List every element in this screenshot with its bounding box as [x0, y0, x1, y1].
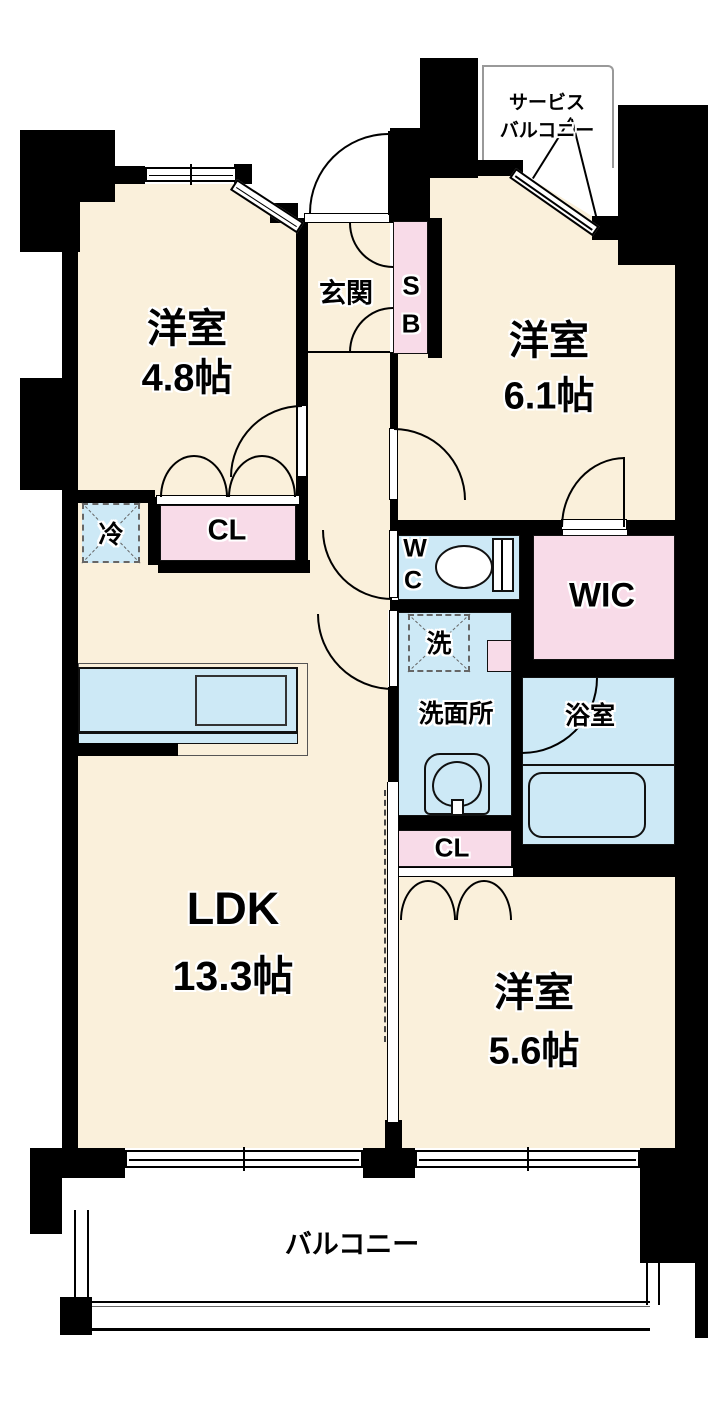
balcony-rail-left [87, 1210, 89, 1305]
balcony-rail-cap [60, 1297, 92, 1335]
wc-label: C [403, 566, 423, 595]
wall [62, 202, 78, 1178]
wall [512, 845, 675, 877]
wall [148, 497, 160, 565]
wall [62, 490, 155, 503]
wall [112, 166, 145, 184]
closet-sliver [487, 640, 512, 672]
ldk-floor [78, 503, 388, 1148]
closet-mid [398, 830, 512, 867]
window-tick [243, 1147, 245, 1171]
partition-dashed-line [384, 790, 386, 1042]
window-tick [527, 1147, 529, 1171]
wall [627, 520, 675, 535]
wall [390, 520, 563, 535]
wall [296, 218, 308, 572]
closet-mid-threshold [396, 867, 514, 877]
shoe-box [393, 221, 428, 354]
ldk-size: 13.3帖 [172, 953, 294, 999]
balcony-label: バルコニー [284, 1229, 420, 1260]
balcony-rail-right [646, 1263, 648, 1305]
wall [388, 687, 398, 782]
wall-pillar [363, 1148, 415, 1178]
wall [512, 672, 522, 877]
wall [420, 58, 478, 178]
entrance-step-line [307, 351, 390, 353]
washroom-label: 洗面所 [418, 700, 494, 728]
wc-label: W [403, 534, 427, 563]
balcony-rail-left [74, 1210, 76, 1305]
toilet-tank-icon [492, 538, 514, 592]
wall [30, 1148, 62, 1234]
partition-open [387, 782, 399, 1122]
bathtub-icon [528, 772, 646, 838]
laundry-space [407, 613, 471, 673]
wic-floor [533, 535, 675, 660]
service-balcony-label: バルコニー [499, 120, 595, 142]
window-tick [190, 164, 192, 185]
wic-label: WIC [568, 576, 636, 615]
wall [618, 105, 675, 265]
wall [520, 527, 533, 608]
entrance-door-leaf [388, 131, 391, 215]
room-61-label: 洋室 [509, 319, 589, 363]
wall [62, 1148, 125, 1178]
room-56-floor [398, 877, 675, 1148]
room-48-size: 4.8帖 [141, 357, 233, 400]
wall [398, 816, 512, 830]
fridge-space [81, 502, 141, 564]
balcony-rail [88, 1306, 650, 1307]
room-56-size: 5.6帖 [488, 1030, 580, 1073]
toilet-bowl-icon [435, 545, 493, 589]
toilet-tank-line [501, 540, 503, 590]
fridge-label: 冷 [98, 521, 124, 549]
service-balcony-rail [482, 65, 614, 168]
wall [390, 352, 398, 428]
closet-north [160, 505, 296, 561]
wall [390, 500, 398, 528]
wall [390, 600, 533, 612]
wall [428, 218, 442, 358]
balcony-rail [88, 1328, 650, 1331]
entrance-label: 玄関 [319, 278, 373, 309]
wall [675, 105, 708, 1148]
service-balcony-label: サービス [508, 92, 586, 114]
wall [512, 660, 675, 677]
entrance-threshold [304, 213, 390, 223]
shoe-box-label: B [401, 308, 421, 339]
room-48-label: 洋室 [147, 307, 227, 351]
kitchen-counter-edge [78, 733, 298, 744]
wall [158, 560, 310, 573]
wic-door-leaf [623, 457, 625, 527]
wall-pillar [385, 1120, 402, 1150]
sink-tap-icon [451, 799, 464, 816]
wall [695, 1238, 708, 1338]
closet-mid-label: CL [434, 832, 470, 863]
kitchen-sink-icon [195, 675, 287, 726]
entrance-door-arc [309, 133, 389, 213]
shoe-box-label: S [402, 270, 420, 301]
ldk-label: LDK [186, 883, 280, 934]
wall [20, 378, 78, 490]
balcony-floor [78, 1178, 640, 1303]
room-56-label: 洋室 [494, 971, 574, 1015]
kitchen-wall-bar [78, 743, 178, 756]
closet-north-label: CL [207, 514, 247, 547]
bathroom-label: 浴室 [564, 702, 616, 730]
laundry-label: 洗 [426, 630, 452, 658]
kitchen-counter [78, 667, 298, 733]
room-61-size: 6.1帖 [503, 375, 595, 418]
balcony-rail [88, 1301, 650, 1303]
balcony-rail-right [658, 1263, 660, 1305]
